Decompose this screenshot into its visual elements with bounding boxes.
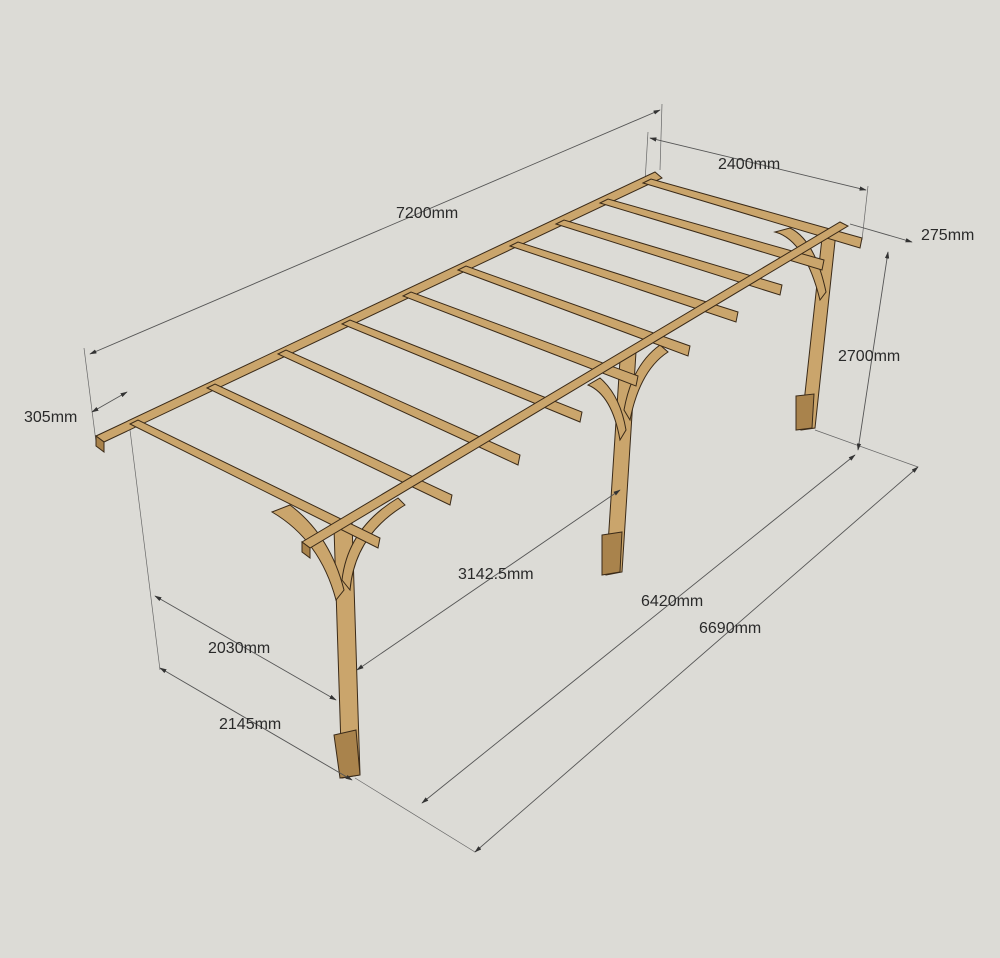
dim-line-2145 (159, 667, 353, 781)
dimension-labels: 7200mm 2400mm 275mm 2700mm 305mm 2030mm … (24, 156, 974, 733)
dimension-lines (89, 109, 919, 853)
rafter (456, 265, 691, 357)
rafter (276, 349, 521, 466)
dim-line-6420 (421, 454, 856, 804)
dim-line-275 (849, 223, 913, 243)
rafters (128, 178, 863, 549)
label-height: 2700mm (838, 348, 900, 365)
dim-line-6690 (474, 466, 919, 853)
label-width: 2400mm (718, 156, 780, 173)
dim-line-2400 (649, 137, 867, 191)
label-end-overhang: 305mm (24, 409, 77, 426)
back-post (773, 227, 837, 431)
label-post-width-inner: 2030mm (208, 640, 270, 657)
label-overall-length: 7200mm (396, 205, 458, 222)
dim-line-305 (91, 391, 128, 413)
rafter (205, 383, 453, 506)
dim-line-7200 (89, 109, 661, 355)
front-post (270, 497, 406, 779)
dim-line-2700 (856, 251, 890, 451)
label-post-length-inner: 6420mm (641, 593, 703, 610)
label-post-spacing: 3142.5mm (458, 566, 534, 583)
label-side-overhang: 275mm (921, 227, 974, 244)
label-post-width-outer: 2145mm (219, 716, 281, 733)
label-post-length-outer: 6690mm (699, 620, 761, 637)
